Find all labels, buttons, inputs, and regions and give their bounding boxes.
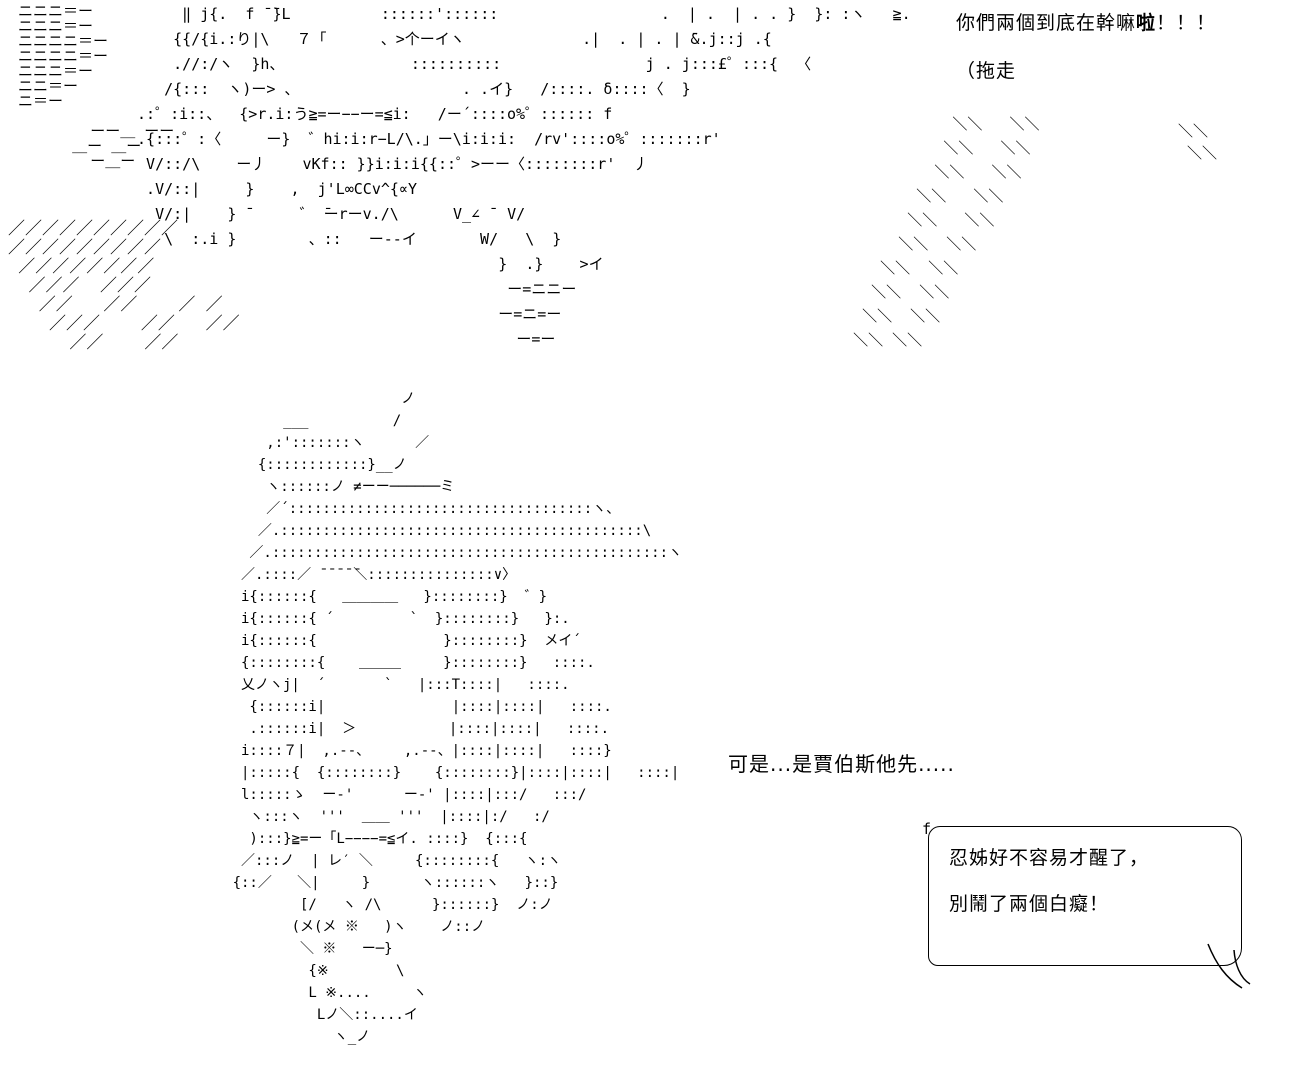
dialogue-shout: 你們兩個到底在幹嘛啦！！！ [956, 8, 1216, 35]
left-hatch-ascii: ／／／／／／／／／／ ／／／／／／／／／ ／／／／／／／／ ／／／ ／／／ ／／… [8, 219, 240, 353]
bubble-tail-icon [1207, 943, 1251, 989]
dialogue-shout-bold-char: 啦 [1136, 12, 1157, 34]
bubble-corner-glyph: f [922, 820, 932, 838]
corner-hatch-ascii: ＼＼ ＼＼ [1178, 122, 1218, 162]
right-hatch-ascii: ＼＼ ＼＼ ＼＼ ＼＼ ＼＼ ＼＼ ＼＼ ＼＼ ＼＼ ＼＼ ＼＼ ＼＼ ＼＼ ＼… [853, 115, 1040, 349]
bubble-line-1: 忍姊好不容易才醒了， [949, 847, 1150, 869]
speech-bubble: 忍姊好不容易才醒了， 別鬧了兩個白癡！ [928, 826, 1242, 966]
bubble-line-2: 別鬧了兩個白癡！ [949, 893, 1110, 915]
dialogue-shout-exclamation: ！！！ [1156, 12, 1217, 34]
dialogue-shout-text: 你們兩個到底在幹嘛 [956, 12, 1137, 34]
speed-lines-ascii: ニニニ＝ー ニニニ＝ー ニニニニ＝ー ニニニニ＝ー ニニニ＝ー ニニ＝ー ニ＝ー… [18, 2, 175, 170]
dialogue-drag-away: （拖走 [956, 60, 1017, 82]
top-scene-ascii: ‖ j{. f ̄ ̄}L ::::::':::::: . | . | . . … [137, 5, 911, 348]
dialogue-excuse: 可是...是賈伯斯他先..... [728, 752, 955, 776]
girl-character-ascii: ノ ___ / ,:':::::::ヽ ／ {::::::::::::}__ノ … [232, 391, 683, 1045]
